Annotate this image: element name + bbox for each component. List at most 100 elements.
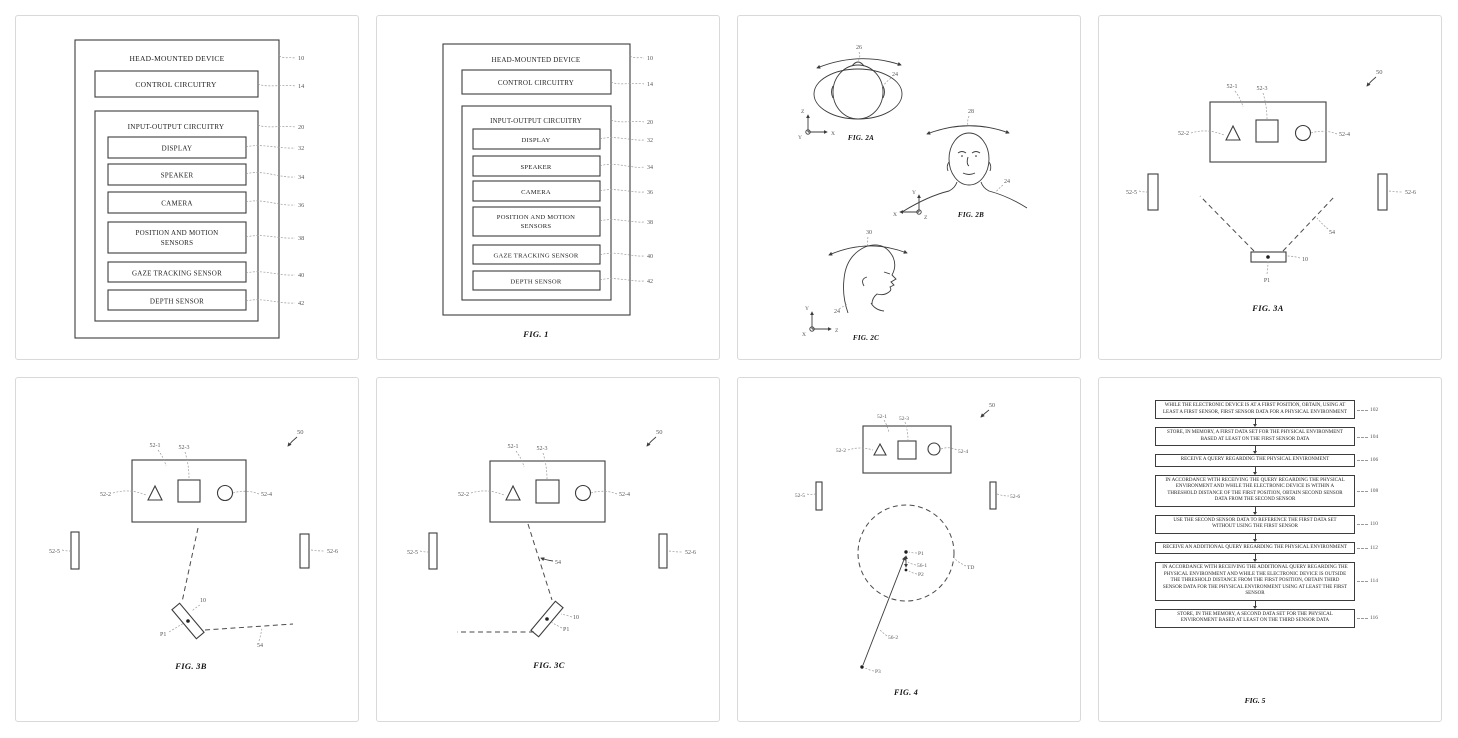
fig3a-drawing: 50 52-1 52-3 52-2 52-4 52-5 52-6 54 <box>1126 69 1416 313</box>
component-position-line1: POSITION AND MOTION <box>497 214 575 221</box>
device-outline <box>74 39 280 339</box>
ref-52-2: 52-2 <box>458 492 469 498</box>
flowchart-box: USE THE SECOND SENSOR DATA TO REFERENCE … <box>1155 514 1355 534</box>
ref-112: 112 <box>1357 545 1378 551</box>
flowchart-step-112: RECEIVE AN ADDITIONAL QUERY REGARDING TH… <box>1155 541 1378 554</box>
ref-52-5: 52-5 <box>49 549 60 555</box>
circle-object <box>927 442 941 456</box>
fig2a-group: 26 24 Z X Y FIG. 2A <box>798 45 903 142</box>
ref-56-2: 56-2 <box>888 635 898 641</box>
reference-leaders <box>599 55 645 282</box>
leader-squiggle <box>1357 407 1368 411</box>
ref-116: 116 <box>1357 615 1378 621</box>
figure-thumbnail-fig4[interactable]: 50 52-1 52-3 52-2 52-4 52-5 52-6 TD P1 <box>737 377 1081 722</box>
ref-52-2: 52-2 <box>1178 131 1189 137</box>
label-p1: P1 <box>1264 278 1270 284</box>
ref-38: 38 <box>647 220 653 226</box>
device-point <box>1266 255 1270 259</box>
leader-squiggle <box>1357 457 1368 462</box>
right-marker <box>299 533 310 569</box>
ref-52-5: 52-5 <box>1126 190 1137 196</box>
ref-52-4: 52-4 <box>261 492 272 498</box>
figure-thumbnail-fig3c[interactable]: 50 52-1 52-3 52-2 52-4 52-5 52-6 54 <box>376 377 720 722</box>
component-position-line2: SENSORS <box>521 223 552 230</box>
ref-34: 34 <box>647 165 653 171</box>
figure-thumbnail-fig2[interactable]: 26 24 Z X Y FIG. 2A <box>737 15 1081 360</box>
figure-thumbnail-fig1-detail[interactable]: HEAD-MOUNTED DEVICE CONTROL CIRCUITRY IN… <box>15 15 359 360</box>
right-shoulder <box>980 181 1028 209</box>
ref-50: 50 <box>1376 69 1383 76</box>
electronic-device <box>1250 251 1287 263</box>
ref-20: 20 <box>298 124 304 131</box>
figure-thumbnail-fig5[interactable]: WHILE THE ELECTRONIC DEVICE IS AT A FIRS… <box>1098 377 1442 722</box>
left-marker <box>428 532 438 570</box>
fig3c-drawing: 50 52-1 52-3 52-2 52-4 52-5 52-6 54 <box>407 429 696 670</box>
figure-thumbnail-fig3a[interactable]: 50 52-1 52-3 52-2 52-4 52-5 52-6 54 <box>1098 15 1442 360</box>
axes-2c: Y Z X <box>802 306 839 338</box>
fig2b-group: 28 24 Y X Z F <box>893 109 1028 221</box>
triangle-object <box>505 484 521 501</box>
ref-52-5: 52-5 <box>407 550 418 556</box>
component-depth: DEPTH SENSOR <box>150 298 204 306</box>
ref-42: 42 <box>647 279 653 285</box>
fig1-drawing: HEAD-MOUNTED DEVICE CONTROL CIRCUITRY IN… <box>442 43 653 339</box>
flowchart-step-102: WHILE THE ELECTRONIC DEVICE IS AT A FIRS… <box>1155 400 1378 419</box>
leader-squiggle <box>1357 545 1368 549</box>
flowchart-box: IN ACCORDANCE WITH RECEIVING THE ADDITIO… <box>1155 562 1355 601</box>
axis-z: Z <box>835 328 839 334</box>
axes-2b: Y X Z <box>893 190 928 221</box>
ref-36: 36 <box>298 202 304 209</box>
figure-thumbnail-fig1[interactable]: HEAD-MOUNTED DEVICE CONTROL CIRCUITRY IN… <box>376 15 720 360</box>
triangle-object <box>873 442 887 456</box>
ref-54: 54 <box>1329 230 1335 236</box>
ref-50: 50 <box>656 429 663 436</box>
ref-52-6: 52-6 <box>1405 190 1416 196</box>
triangle-object <box>147 484 163 501</box>
label-p2: P2 <box>918 572 924 578</box>
flowchart-step-116: STORE, IN THE MEMORY, A SECOND DATA SET … <box>1155 608 1378 628</box>
point-p3 <box>860 665 864 669</box>
ref-20: 20 <box>647 120 653 126</box>
ref-52-6: 52-6 <box>327 549 338 555</box>
display-rect <box>862 425 952 474</box>
ref-40: 40 <box>647 254 653 260</box>
ref-14: 14 <box>298 83 304 90</box>
ref-52-1: 52-1 <box>508 444 519 450</box>
flowchart-step-114: IN ACCORDANCE WITH RECEIVING THE ADDITIO… <box>1155 562 1378 601</box>
square-object <box>177 479 201 503</box>
io-box <box>94 110 259 322</box>
down-arrow <box>1155 533 1355 542</box>
electronic-device-tilted <box>530 600 564 638</box>
component-position-line1: POSITION AND MOTION <box>136 229 219 237</box>
ref-32: 32 <box>298 145 304 152</box>
ref-56-1: 56-1 <box>917 563 927 569</box>
figure-thumbnail-fig3b[interactable]: 50 52-1 52-3 52-2 52-4 52-5 52-6 <box>15 377 359 722</box>
io-label: INPUT-OUTPUT CIRCUITRY <box>490 118 582 125</box>
square-object <box>535 479 560 504</box>
fig1-detail-drawing: HEAD-MOUNTED DEVICE CONTROL CIRCUITRY IN… <box>74 39 304 339</box>
point-p1 <box>904 550 908 554</box>
label-p3: P3 <box>875 669 881 675</box>
leader-squiggle <box>1357 578 1368 583</box>
fig2c-group: 30 24 Y Z X FIG. 2C <box>802 230 908 342</box>
flowchart-box: STORE, IN MEMORY, A FIRST DATA SET FOR T… <box>1155 427 1355 446</box>
ref-36: 36 <box>647 190 653 196</box>
down-arrow <box>1155 446 1355 454</box>
ref-52-3: 52-3 <box>179 445 190 451</box>
axis-x: X <box>893 212 897 218</box>
circle-object <box>216 484 234 502</box>
control-label: CONTROL CIRCUITRY <box>135 80 217 89</box>
flowchart-box: IN ACCORDANCE WITH RECEIVING THE QUERY R… <box>1155 474 1355 507</box>
fig3b-caption: FIG. 3B <box>174 661 206 671</box>
label-p1: P1 <box>918 551 924 557</box>
leader-squiggle <box>1357 434 1368 438</box>
ref-52-6: 52-6 <box>685 550 696 556</box>
leader-squiggle <box>1357 615 1368 619</box>
left-marker <box>815 481 823 511</box>
axis-z-origin: Z <box>924 215 928 221</box>
ref-34: 34 <box>298 174 304 181</box>
point-p2 <box>904 568 908 572</box>
flowchart-step-108: IN ACCORDANCE WITH RECEIVING THE QUERY R… <box>1155 474 1378 507</box>
fig5-caption: FIG. 5 <box>1244 696 1266 705</box>
ref-52-2: 52-2 <box>100 492 111 498</box>
